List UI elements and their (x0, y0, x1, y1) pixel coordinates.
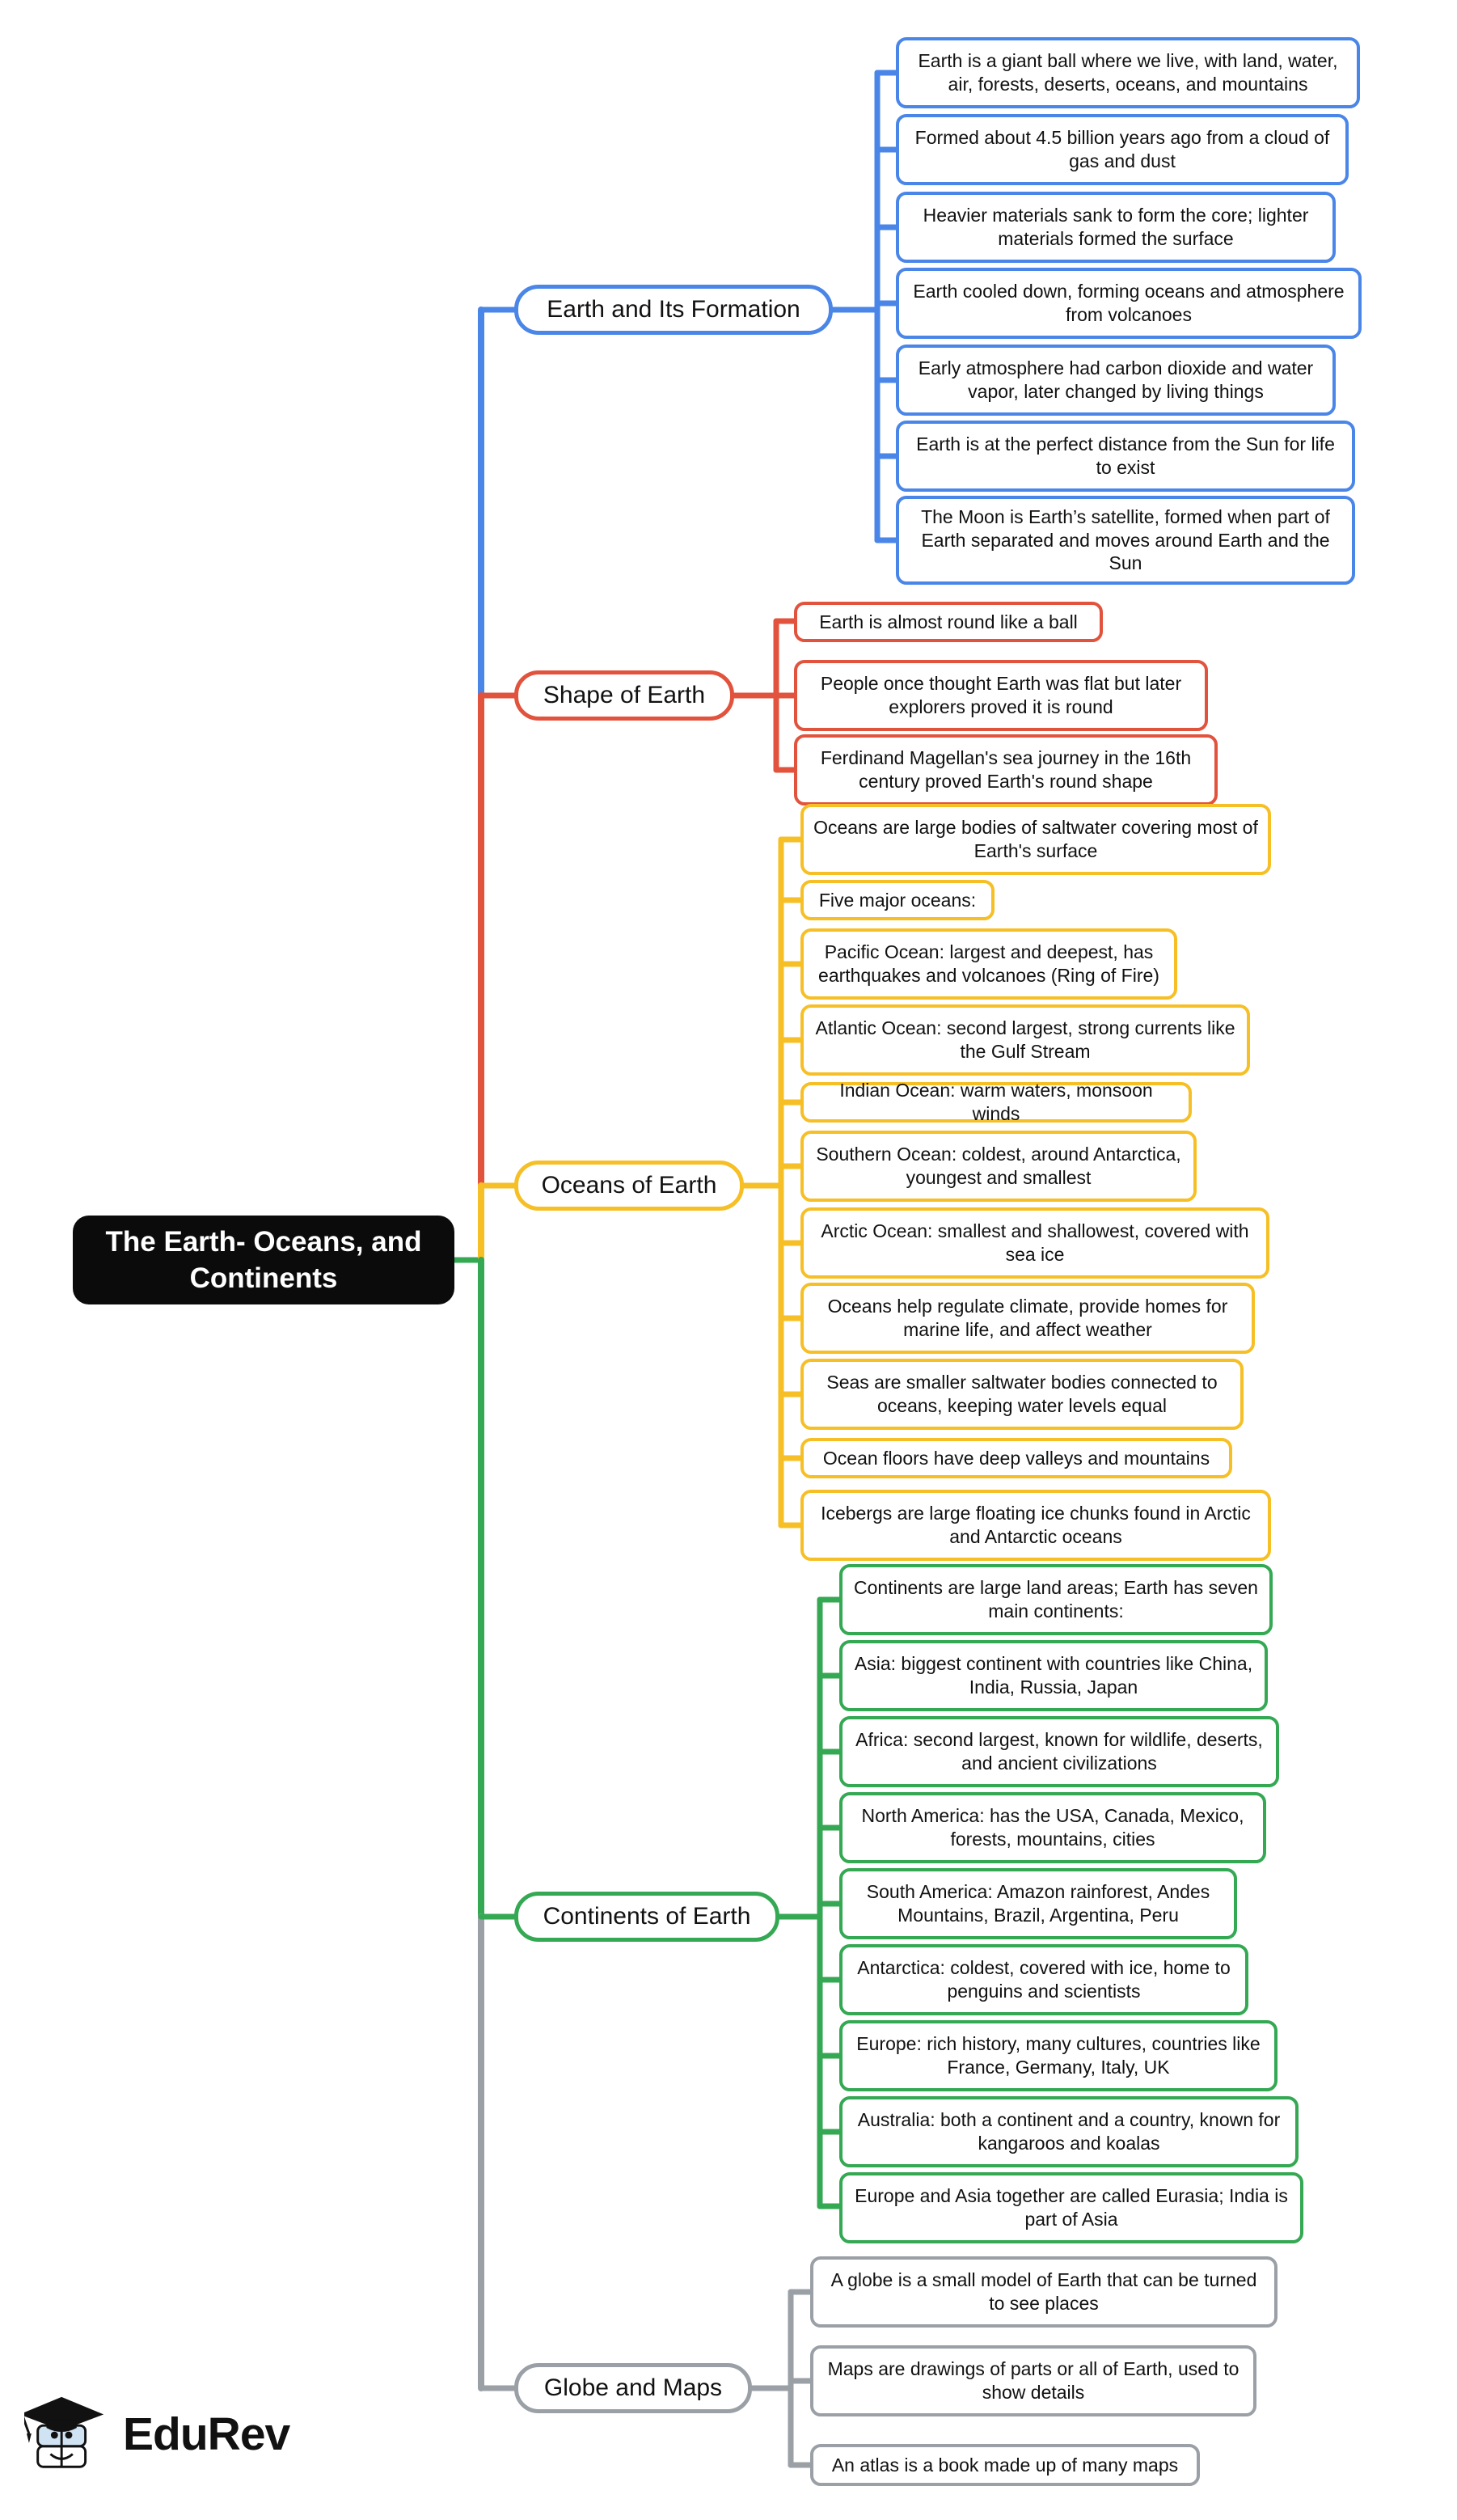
leaf-label: Maps are drawings of parts or all of Ear… (827, 2358, 1240, 2403)
branch-earth-and-its-formation[interactable]: Earth and Its Formation (514, 285, 833, 335)
root-node[interactable]: The Earth- Oceans, and Continents (73, 1216, 454, 1304)
leaf-label: The Moon is Earth’s satellite, formed wh… (921, 506, 1330, 574)
leaf-node[interactable]: Maps are drawings of parts or all of Ear… (810, 2345, 1256, 2416)
leaf-label: Europe: rich history, many cultures, cou… (856, 2033, 1261, 2078)
leaf-node[interactable]: Southern Ocean: coldest, around Antarcti… (800, 1131, 1197, 1202)
leaf-label: Atlantic Ocean: second largest, strong c… (815, 1017, 1235, 1062)
leaf-label: Europe and Asia together are called Eura… (855, 2185, 1288, 2230)
leaf-node[interactable]: Atlantic Ocean: second largest, strong c… (800, 1004, 1250, 1076)
leaf-node[interactable]: Earth is a giant ball where we live, wit… (896, 37, 1360, 108)
leaf-node[interactable]: Africa: second largest, known for wildli… (839, 1716, 1279, 1787)
leaf-node[interactable]: An atlas is a book made up of many maps (810, 2444, 1200, 2486)
leaf-label: Indian Ocean: warm waters, monsoon winds (839, 1080, 1153, 1124)
branch-label: Earth and Its Formation (547, 296, 800, 323)
leaf-node[interactable]: Asia: biggest continent with countries l… (839, 1640, 1268, 1711)
leaf-node[interactable]: Europe and Asia together are called Eura… (839, 2172, 1303, 2243)
leaf-node[interactable]: South America: Amazon rainforest, Andes … (839, 1868, 1237, 1939)
leaf-node[interactable]: Ferdinand Magellan's sea journey in the … (794, 734, 1218, 805)
leaf-node[interactable]: Antarctica: coldest, covered with ice, h… (839, 1944, 1248, 2015)
leaf-node[interactable]: Five major oceans: (800, 880, 995, 920)
leaf-label: Formed about 4.5 billion years ago from … (914, 127, 1330, 171)
leaf-label: Earth cooled down, forming oceans and at… (913, 281, 1345, 325)
leaf-node[interactable]: Australia: both a continent and a countr… (839, 2096, 1299, 2167)
branch-label: Continents of Earth (543, 1903, 751, 1930)
leaf-node[interactable]: Heavier materials sank to form the core;… (896, 192, 1336, 263)
leaf-label: Ferdinand Magellan's sea journey in the … (820, 747, 1192, 792)
branch-oceans-of-earth[interactable]: Oceans of Earth (514, 1161, 744, 1211)
branch-continents-of-earth[interactable]: Continents of Earth (514, 1892, 779, 1942)
branch-label: Oceans of Earth (541, 1172, 717, 1199)
leaf-label: An atlas is a book made up of many maps (831, 2454, 1179, 2476)
leaf-node[interactable]: North America: has the USA, Canada, Mexi… (839, 1792, 1266, 1863)
leaf-node[interactable]: Pacific Ocean: largest and deepest, has … (800, 928, 1177, 1000)
edurev-wordmark: EduRev (123, 2408, 290, 2460)
leaf-label: Earth is at the perfect distance from th… (916, 433, 1335, 478)
branch-shape-of-earth[interactable]: Shape of Earth (514, 670, 734, 721)
leaf-label: Seas are smaller saltwater bodies connec… (826, 1372, 1218, 1416)
leaf-node[interactable]: Europe: rich history, many cultures, cou… (839, 2020, 1278, 2091)
leaf-node[interactable]: Indian Ocean: warm waters, monsoon winds (800, 1080, 1192, 1124)
leaf-label: Continents are large land areas; Earth h… (854, 1577, 1258, 1622)
leaf-node[interactable]: Formed about 4.5 billion years ago from … (896, 114, 1349, 185)
leaf-node[interactable]: Continents are large land areas; Earth h… (839, 1564, 1273, 1635)
branch-globe-and-maps[interactable]: Globe and Maps (514, 2363, 752, 2413)
leaf-node[interactable]: A globe is a small model of Earth that c… (810, 2256, 1278, 2328)
leaf-label: Southern Ocean: coldest, around Antarcti… (816, 1144, 1181, 1188)
leaf-label: Arctic Ocean: smallest and shallowest, c… (821, 1220, 1249, 1265)
leaf-label: Africa: second largest, known for wildli… (855, 1729, 1263, 1774)
leaf-label: Earth is almost round like a ball (819, 611, 1078, 632)
leaf-label: Pacific Ocean: largest and deepest, has … (818, 941, 1159, 986)
leaf-node[interactable]: Seas are smaller saltwater bodies connec… (800, 1359, 1244, 1430)
leaf-label: Asia: biggest continent with countries l… (854, 1653, 1253, 1698)
leaf-label: Icebergs are large floating ice chunks f… (821, 1503, 1251, 1547)
leaf-label: Antarctica: coldest, covered with ice, h… (857, 1957, 1231, 2002)
leaf-node[interactable]: Earth is at the perfect distance from th… (896, 421, 1355, 492)
root-label: The Earth- Oceans, and Continents (105, 1225, 422, 1295)
leaf-label: People once thought Earth was flat but l… (820, 673, 1182, 717)
leaf-node[interactable]: Icebergs are large floating ice chunks f… (800, 1490, 1271, 1561)
leaf-label: A globe is a small model of Earth that c… (830, 2269, 1257, 2314)
leaf-node[interactable]: The Moon is Earth’s satellite, formed wh… (896, 496, 1355, 585)
leaf-label: Oceans help regulate climate, provide ho… (827, 1296, 1228, 1340)
leaf-node[interactable]: People once thought Earth was flat but l… (794, 660, 1208, 731)
leaf-node[interactable]: Ocean floors have deep valleys and mount… (800, 1438, 1232, 1478)
leaf-node[interactable]: Early atmosphere had carbon dioxide and … (896, 345, 1336, 416)
graduation-cap-book-mascot-icon (24, 2396, 104, 2468)
leaf-node[interactable]: Arctic Ocean: smallest and shallowest, c… (800, 1207, 1269, 1279)
leaf-label: Oceans are large bodies of saltwater cov… (813, 817, 1258, 861)
edurev-logo: EduRev (24, 2382, 291, 2487)
leaf-label: South America: Amazon rainforest, Andes … (866, 1881, 1210, 1926)
leaf-label: North America: has the USA, Canada, Mexi… (861, 1805, 1244, 1850)
leaf-label: Early atmosphere had carbon dioxide and … (918, 357, 1314, 402)
leaf-node[interactable]: Oceans help regulate climate, provide ho… (800, 1283, 1255, 1354)
leaf-label: Heavier materials sank to form the core;… (923, 205, 1309, 249)
branch-label: Globe and Maps (543, 2374, 723, 2402)
leaf-label: Ocean floors have deep valleys and mount… (822, 1447, 1210, 1469)
leaf-node[interactable]: Oceans are large bodies of saltwater cov… (800, 804, 1271, 875)
leaf-label: Five major oceans: (818, 889, 977, 911)
leaf-label: Earth is a giant ball where we live, wit… (918, 50, 1338, 95)
leaf-node[interactable]: Earth cooled down, forming oceans and at… (896, 268, 1362, 339)
leaf-node[interactable]: Earth is almost round like a ball (794, 602, 1103, 642)
branch-label: Shape of Earth (543, 682, 706, 709)
leaf-label: Australia: both a continent and a countr… (857, 2109, 1281, 2154)
